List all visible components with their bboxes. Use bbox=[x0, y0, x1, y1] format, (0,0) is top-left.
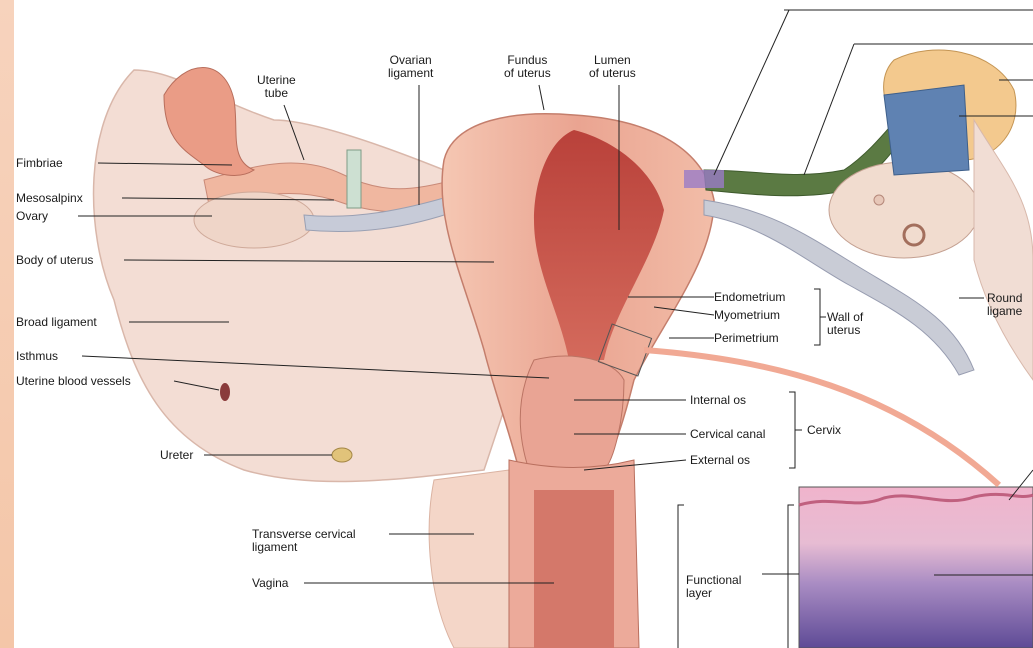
label-cervix: Cervix bbox=[807, 424, 841, 437]
right-broad-ligament bbox=[974, 120, 1033, 380]
clamp bbox=[347, 150, 361, 208]
tube-marker bbox=[684, 170, 724, 188]
label-ureter: Ureter bbox=[160, 449, 193, 462]
label-fundus: Fundus of uterus bbox=[504, 54, 551, 80]
label-transverse-cervical-ligament: Transverse cervical ligament bbox=[252, 528, 356, 554]
histology-panel bbox=[799, 487, 1033, 648]
label-fimbriae: Fimbriae bbox=[16, 157, 63, 170]
label-ovary: Ovary bbox=[16, 210, 48, 223]
label-cervical-canal: Cervical canal bbox=[690, 428, 765, 441]
label-wall-of-uterus: Wall of uterus bbox=[827, 311, 863, 337]
ampulla-shape bbox=[884, 85, 969, 175]
label-uterine-tube: Uterine tube bbox=[257, 74, 296, 100]
right-ovary-shape bbox=[829, 162, 979, 258]
label-vagina: Vagina bbox=[252, 577, 288, 590]
anatomy-diagram: Uterine tube Ovarian ligament Fundus of … bbox=[14, 0, 1033, 648]
broad-ligament-shape bbox=[94, 70, 504, 482]
label-endometrium: Endometrium bbox=[714, 291, 785, 304]
label-uterine-blood-vessels: Uterine blood vessels bbox=[16, 375, 131, 388]
label-perimetrium: Perimetrium bbox=[714, 332, 779, 345]
left-border bbox=[0, 0, 14, 648]
label-mesosalpinx: Mesosalpinx bbox=[16, 192, 83, 205]
label-external-os: External os bbox=[690, 454, 750, 467]
blood-vessels-shape bbox=[220, 383, 230, 401]
label-lumen: Lumen of uterus bbox=[589, 54, 636, 80]
cervix-shape bbox=[520, 356, 624, 470]
label-round-ligament: Round ligame bbox=[987, 292, 1022, 318]
ureter-shape bbox=[332, 448, 352, 462]
label-myometrium: Myometrium bbox=[714, 309, 780, 322]
label-functional-layer: Functional layer bbox=[686, 574, 741, 600]
follicle-small bbox=[874, 195, 884, 205]
illustration bbox=[14, 0, 1033, 648]
label-broad-ligament: Broad ligament bbox=[16, 316, 97, 329]
label-internal-os: Internal os bbox=[690, 394, 746, 407]
label-ovarian-ligament: Ovarian ligament bbox=[388, 54, 433, 80]
left-ovary-shape bbox=[194, 192, 314, 248]
label-isthmus: Isthmus bbox=[16, 350, 58, 363]
label-body-of-uterus: Body of uterus bbox=[16, 254, 93, 267]
vaginal-canal bbox=[534, 490, 614, 648]
transverse-cervical-ligament-shape bbox=[429, 470, 514, 648]
